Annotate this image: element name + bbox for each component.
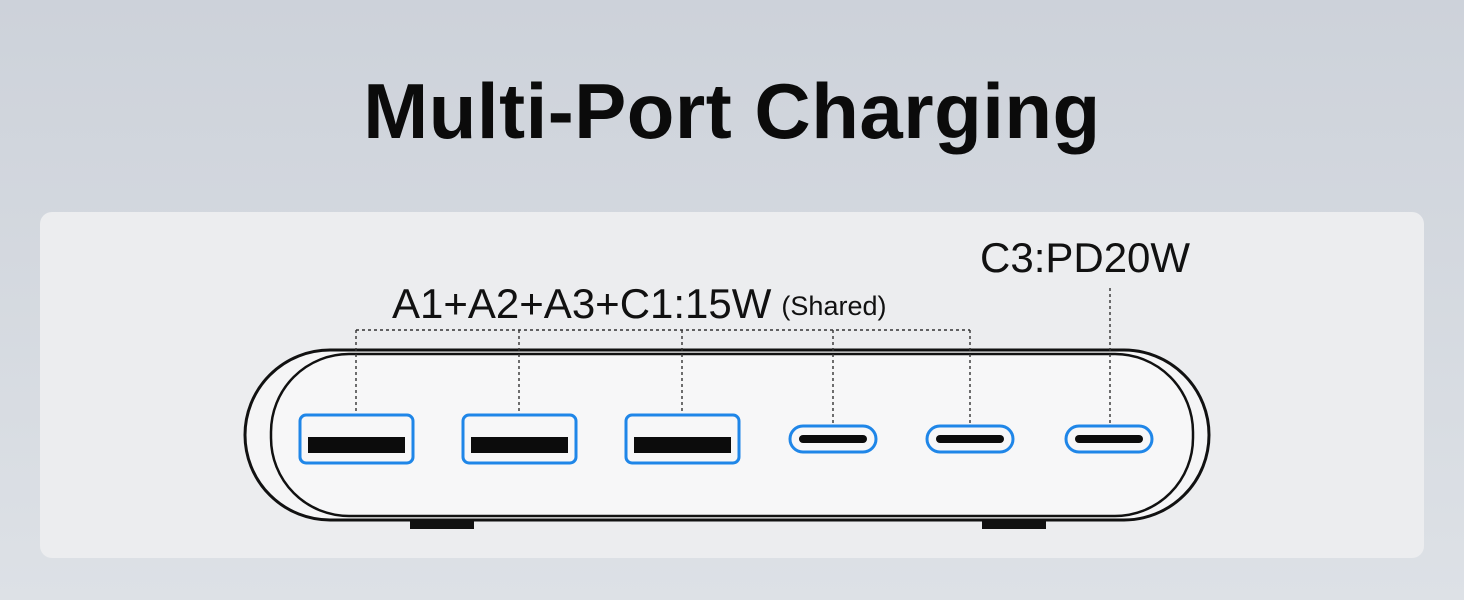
usb-a-port-2 — [461, 413, 578, 465]
shared-power-value: A1+A2+A3+C1:15W — [392, 280, 772, 327]
usb-a-port-3 — [624, 413, 741, 465]
device-foot-right — [982, 519, 1046, 529]
page-title: Multi-Port Charging — [363, 67, 1101, 155]
usb-c-port-1 — [788, 424, 878, 454]
device-foot-left — [410, 519, 474, 529]
c3-power-label: C3:PD20W — [980, 234, 1191, 281]
shared-bracket — [355, 329, 971, 426]
usb-a-port-1 — [298, 413, 415, 465]
shared-note: (Shared) — [781, 291, 887, 321]
usb-c-port-2 — [925, 424, 1015, 454]
usb-c-port-3 — [1064, 424, 1154, 454]
shared-power-label: A1+A2+A3+C1:15W (Shared) — [392, 280, 886, 328]
